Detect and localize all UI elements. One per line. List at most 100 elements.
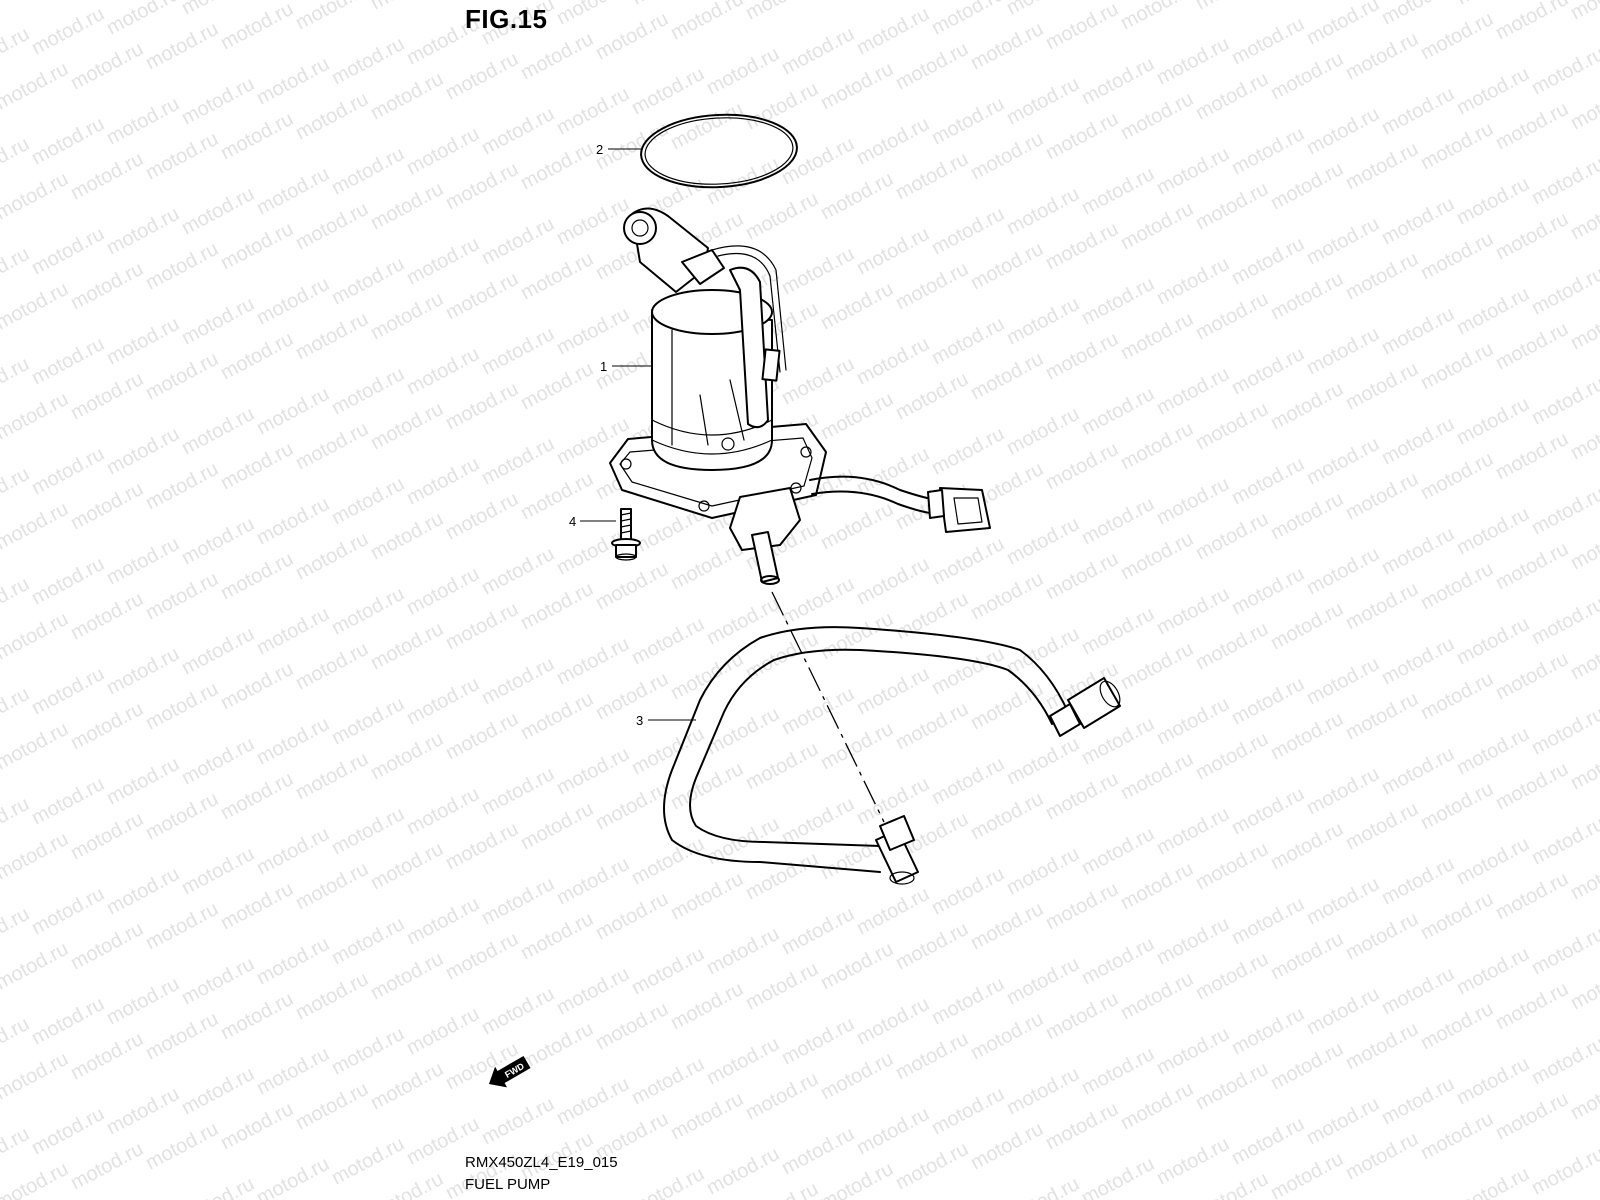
watermark-text: motod.ru (1153, 803, 1233, 859)
watermark-text: motod.ru (292, 638, 372, 694)
watermark-text: motod.ru (1042, 108, 1122, 164)
watermark-text: motod.ru (1078, 1043, 1158, 1099)
watermark-text: motod.ru (778, 683, 858, 739)
watermark-text: motod.ru (1003, 1173, 1083, 1200)
watermark-text: motod.ru (0, 1158, 72, 1200)
watermark-text: motod.ru (1567, 78, 1600, 134)
watermark-text: motod.ru (1342, 468, 1422, 524)
watermark-text: motod.ru (1453, 613, 1533, 669)
watermark-text: motod.ru (1567, 518, 1600, 574)
watermark-text: motod.ru (853, 113, 933, 169)
watermark-text: motod.ru (328, 1023, 408, 1079)
watermark-text: motod.ru (403, 783, 483, 839)
watermark-text: motod.ru (967, 568, 1047, 624)
watermark-text: motod.ru (517, 468, 597, 524)
watermark-text: motod.ru (1453, 173, 1533, 229)
watermark-text: motod.ru (328, 253, 408, 309)
callout-label-1: 1 (600, 359, 607, 374)
watermark-text: motod.ru (0, 938, 72, 994)
watermark-text: motod.ru (178, 953, 258, 1009)
watermark-text: motod.ru (103, 203, 183, 259)
watermark-text: motod.ru (328, 803, 408, 859)
watermark-text: motod.ru (1192, 838, 1272, 894)
watermark-text: motod.ru (817, 168, 897, 224)
watermark-text: motod.ru (28, 883, 108, 939)
watermark-text: motod.ru (667, 538, 747, 594)
watermark-text: motod.ru (1453, 943, 1533, 999)
watermark-text: motod.ru (1492, 0, 1572, 44)
watermark-text: motod.ru (1303, 873, 1383, 929)
part-2-o-ring[interactable] (639, 111, 799, 191)
watermark-text: motod.ru (178, 513, 258, 569)
watermark-text: motod.ru (1153, 1023, 1233, 1079)
watermark-text: motod.ru (853, 443, 933, 499)
watermark-text: motod.ru (478, 983, 558, 1039)
watermark-text: motod.ru (1267, 598, 1347, 654)
watermark-text: motod.ru (1303, 213, 1383, 269)
watermark-text: motod.ru (1042, 878, 1122, 934)
watermark-text: motod.ru (1003, 183, 1083, 239)
watermark-text: motod.ru (1567, 0, 1600, 24)
watermark-text: motod.ru (553, 193, 633, 249)
watermark-text: motod.ru (853, 993, 933, 1049)
watermark-text: motod.ru (1192, 0, 1272, 14)
watermark-text: motod.ru (742, 848, 822, 904)
watermark-text: motod.ru (28, 3, 108, 59)
watermark-text: motod.ru (103, 1083, 183, 1139)
watermark-text: motod.ru (142, 18, 222, 74)
part-3-fuel-hose[interactable] (663, 626, 1124, 885)
part-1-fuel-pump-assembly[interactable] (609, 207, 991, 585)
watermark-text: motod.ru (1453, 1053, 1533, 1109)
watermark-text: motod.ru (1078, 933, 1158, 989)
watermark-text: motod.ru (0, 168, 72, 224)
watermark-text: motod.ru (1267, 1148, 1347, 1200)
part-4-flange-bolt[interactable] (611, 508, 641, 561)
watermark-text: motod.ru (1003, 0, 1083, 19)
watermark-text: motod.ru (1303, 323, 1383, 379)
watermark-text: motod.ru (1192, 618, 1272, 674)
watermark-text: motod.ru (817, 58, 897, 114)
watermark-text: motod.ru (292, 418, 372, 474)
watermark-text: motod.ru (403, 673, 483, 729)
watermark-text: motod.ru (1417, 888, 1497, 944)
callout-label-3: 3 (636, 713, 643, 728)
watermark-text: motod.ru (0, 683, 33, 739)
watermark-text: motod.ru (28, 773, 108, 829)
watermark-text: motod.ru (367, 618, 447, 674)
watermark-text: motod.ru (0, 1123, 33, 1179)
watermark-text: motod.ru (253, 603, 333, 659)
callout-4: 4 (569, 514, 616, 529)
watermark-text: motod.ru (1567, 848, 1600, 904)
watermark-text: motod.ru (1003, 73, 1083, 129)
watermark-text: motod.ru (742, 738, 822, 794)
watermark-text: motod.ru (0, 1048, 72, 1104)
watermark-text: motod.ru (1342, 138, 1422, 194)
watermark-text: motod.ru (592, 8, 672, 64)
watermark-text: motod.ru (103, 0, 183, 39)
watermark-text: motod.ru (703, 1143, 783, 1199)
watermark-text: motod.ru (742, 1068, 822, 1124)
watermark-text: motod.ru (253, 163, 333, 219)
figure-title: FIG.15 (465, 4, 548, 34)
watermark-text: motod.ru (553, 633, 633, 689)
watermark-text: motod.ru (478, 873, 558, 929)
watermark-text: motod.ru (103, 93, 183, 149)
watermark-text: motod.ru (253, 933, 333, 989)
watermark-text: motod.ru (1117, 198, 1197, 254)
watermark-text: motod.ru (1492, 318, 1572, 374)
watermark-text: motod.ru (892, 588, 972, 644)
watermark-text: motod.ru (178, 293, 258, 349)
watermark-text: motod.ru (667, 98, 747, 154)
watermark-text: motod.ru (142, 788, 222, 844)
watermark-text: motod.ru (1303, 433, 1383, 489)
watermark-text: motod.ru (67, 368, 147, 424)
watermark-text: motod.ru (1528, 263, 1600, 319)
watermark-text: motod.ru (178, 1173, 258, 1200)
watermark-text: motod.ru (1117, 418, 1197, 474)
watermark-text: motod.ru (253, 273, 333, 329)
watermark-text: motod.ru (292, 748, 372, 804)
watermark-text: motod.ru (1267, 1038, 1347, 1094)
watermark-text: motod.ru (1528, 1033, 1600, 1089)
watermark-text: motod.ru (328, 583, 408, 639)
watermark-text: motod.ru (892, 368, 972, 424)
